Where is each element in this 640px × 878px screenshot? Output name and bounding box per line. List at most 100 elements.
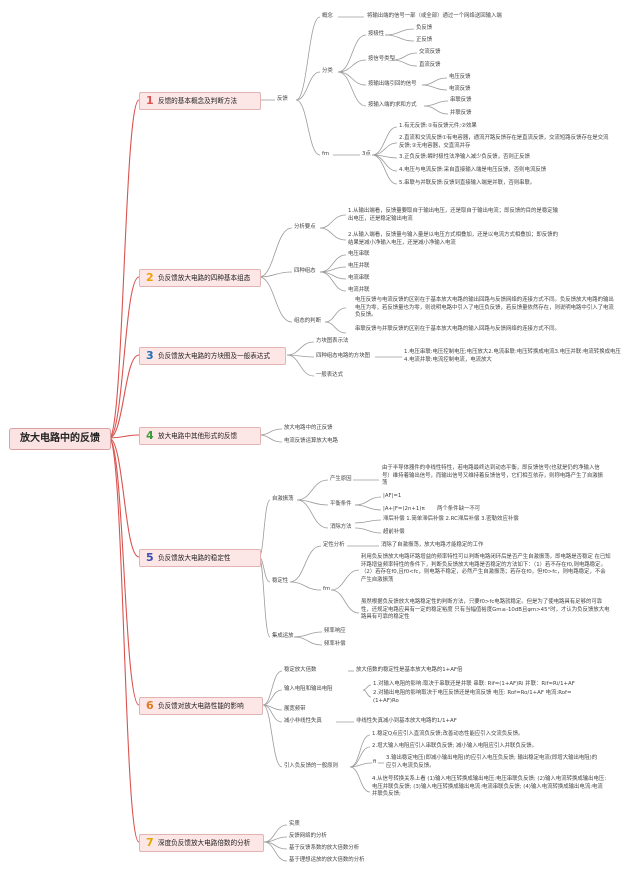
node-positive: 正反馈 [416,37,433,43]
node-lag-comp: 滞后补偿 1.简单滞后补偿 2.RC滞后补偿 3.密勒效应补偿 [383,516,519,522]
node-four-block-text: 1.电压串联:电压控制电压;电压放大2.电流串联:电压转换成电流3.电压并联:电… [404,349,621,363]
node-freq-response: 频率响应 [324,628,346,634]
node-coef-analysis[interactable]: 基于反馈系数的放大倍数分析 [289,845,360,851]
node-config-2: 电压并联 [348,263,370,269]
node-voltage-fb: 电压反馈 [449,74,471,80]
category-label: 深度负反馈放大电路倍数的分析 [158,839,251,847]
node-lead-comp: 超前补偿 [383,529,405,535]
node-cause-text: 由于半导体器件的非线性特性，若电路最终达到动态平衡，即反馈信号(也就是仍的净输入… [382,465,604,487]
category-4[interactable]: 4 放大电路中其他形式的反馈 [139,427,261,445]
node-nonlinear[interactable]: 减小非线性失真 [284,718,322,724]
node-essence[interactable]: 实质 [289,821,300,827]
node-principle-4: 4.从信号转换关系上看 (1)输入电压转换成输出电压:电压串联负反馈; (2)输… [372,776,607,798]
node-config-judge[interactable]: 组态的判断 [294,318,321,324]
node-analysis[interactable]: 分析要点 [294,224,316,230]
node-principle-3: 3.输出稳定电压(即减小输出电阻)的应引入电压负反馈; 输出稳定电流(即增大输出… [386,755,598,769]
node-block-diagram[interactable]: 方块图表示法 [316,338,349,344]
category-7[interactable]: 7 深度负反馈放大电路倍数的分析 [139,834,264,852]
node-integrated-opamp[interactable]: 集成运放 [272,633,294,639]
node-eliminate[interactable]: 消除方法 [330,524,352,530]
node-ac: 交流反馈 [419,49,441,55]
node-judge-text-1: 电压反馈与电流反馈的区别在于基本放大电路的输出回路与反馈网络的连接方式不同。负反… [355,297,614,319]
category-label: 负反馈放大电路的稳定性 [158,554,231,562]
node-principle-3-label: fi [373,759,377,765]
category-number: 6 [146,699,154,712]
node-stable-gain[interactable]: 稳定放大倍数 [284,667,317,673]
category-label: 负反馈放大电路的四种基本组态 [158,274,251,282]
node-config-1: 电压串联 [348,251,370,257]
node-point-5: 5.串联与并联反馈:反馈到直接输入端是并联，否则串联。 [399,180,536,186]
node-principle-1: 1.稳定Q点应引入直流负反馈;改善动态性能应引入交流负反馈。 [372,731,524,737]
node-dc: 直流反馈 [419,62,441,68]
node-positive-fb[interactable]: 放大电路中的正反馈 [284,425,333,431]
node-margin-text: 虽然根据负反馈放大电路稳定性的判断方法，只要f0>fc电路就稳定。但是为了使电路… [361,599,610,621]
node-current-fb: 电流反馈 [449,86,471,92]
category-number: 5 [146,551,154,564]
category-label: 反馈的基本概念及判断方法 [158,97,238,105]
node-stab-judge-text: 利用负反馈放大电路环路增益的频率特性可以判断电路闭环后是否产生自激振荡，即电路是… [361,554,611,583]
category-2[interactable]: 2 负反馈放大电路的四种基本组态 [139,269,261,287]
node-freq-comp: 频率补偿 [324,641,346,647]
node-four-block[interactable]: 四种组态电路的方块图 [316,353,370,359]
node-point-4: 4.电压与电流反馈:采自直接输入端是电压反馈，否则电流反馈 [399,167,547,173]
node-concept-text: 将输出端的信号一部（或全部）通过一个网络送回输入端 [367,13,502,19]
node-polarity[interactable]: 按极性 [368,31,385,37]
node-intro-principles[interactable]: 引入负反馈的一般原则 [284,763,338,769]
category-6[interactable]: 6 负反馈对放大电路性能的影响 [139,697,263,715]
node-signal-type[interactable]: 按信号类型 [368,56,395,62]
node-cause[interactable]: 产生原因 [330,476,352,482]
node-balance[interactable]: 平衡条件 [330,501,352,507]
node-analysis-2: 2.从输入端看，反馈量与输入量是以电压方式相叠加，还是以电流方式相叠加；即反馈的… [348,232,558,246]
node-qualitative[interactable]: 定性分析 [323,542,345,548]
category-number: 7 [146,836,154,849]
root-topic[interactable]: 放大电路中的反馈 [9,428,111,450]
node-balance-1: |AF|=1 [383,493,402,499]
node-point-1: 1.有无反馈:①有反馈元件;②效果 [399,123,477,129]
category-label: 放大电路中其他形式的反馈 [158,432,238,440]
node-io-1: 1.对输入电阻的影响:取决于串联还是并联 串联: Rif=(1+AF)Ri 并联… [373,681,575,687]
node-balance-3: 两个条件缺一不可 [437,506,481,512]
node-ideal-opamp-analysis[interactable]: 基于理想运放的放大倍数的分析 [289,857,365,863]
node-3-points[interactable]: 3点 [362,151,371,157]
node-point-3: 3.正负反馈:瞬时极性法净输入减少负反馈，否则正反馈 [399,154,530,160]
node-qualitative-text: 消除了自激振荡，放大电路才能稳定的工作 [381,542,484,548]
node-bandwidth[interactable]: 展宽频带 [284,706,306,712]
node-point-2: 2.直流和交流反馈①有电容器，通流开路反馈存在是直流反馈，交流短路反馈存在是交流… [399,135,609,149]
node-stab-judge[interactable]: fm [323,586,331,592]
category-3[interactable]: 3 负反馈放大电路的方块图及一般表达式 [139,347,286,365]
node-parallel-fb: 并联反馈 [450,110,472,116]
node-judge-text-2: 串联反馈与并联反馈的区别在于基本放大电路的输入回路与反馈网络的连接方式不同。 [355,326,560,332]
category-number: 1 [146,94,154,107]
node-config-3: 电流串联 [348,275,370,281]
node-principle-2: 2.增大输入电阻应引入串联负反馈; 减小输入电阻应引入并联负反馈。 [372,743,538,749]
category-label: 负反馈放大电路的方块图及一般表达式 [158,352,271,360]
node-nonlinear-text: 非线性失真减小到基本放大电路的1/1+AF [356,718,457,724]
node-four-configs[interactable]: 四种组态 [294,268,316,274]
node-stable-gain-text: 放大倍数的稳定性是基本放大电路的1+AF倍 [356,667,463,673]
category-number: 3 [146,349,154,362]
node-network-analysis[interactable]: 反馈网络的分析 [289,833,327,839]
node-input-sum[interactable]: 按输入端的求和方式 [368,102,417,108]
node-config-4: 电流并联 [348,287,370,293]
category-number: 4 [146,429,154,442]
node-feedback[interactable]: 反馈 [277,96,288,102]
node-stability[interactable]: 稳定性 [272,578,289,584]
category-number: 2 [146,271,154,284]
node-output-sample[interactable]: 按输出端引回的信号 [368,81,417,87]
node-series-fb: 串联反馈 [450,97,472,103]
category-1[interactable]: 1 反馈的基本概念及判断方法 [139,92,261,110]
node-self-osc[interactable]: 自激振荡 [272,496,294,502]
node-negative: 负反馈 [416,25,433,31]
category-label: 负反馈对放大电路性能的影响 [158,702,244,710]
node-current-opamp[interactable]: 电流反馈运算放大电路 [284,438,338,444]
node-io-2: 2.对输出电阻的影响取决于电压反馈还是电流反馈 电压: Rof=Ro/1+AF … [373,690,572,704]
node-judge[interactable]: fm [322,151,330,157]
node-io-resistance[interactable]: 输入电阻和输出电阻 [284,686,333,692]
node-concept[interactable]: 概念 [322,13,333,19]
node-general-expr[interactable]: 一般表达式 [316,372,343,378]
category-5[interactable]: 5 负反馈放大电路的稳定性 [139,549,261,567]
node-classify[interactable]: 分类 [322,68,333,74]
node-balance-2: |A+|F=(2n+1)π [383,506,425,512]
node-analysis-1: 1.从输出端看，反馈量要取自于输出电压，还是取自于输出电流；即反馈的目的是稳定输… [348,208,558,222]
